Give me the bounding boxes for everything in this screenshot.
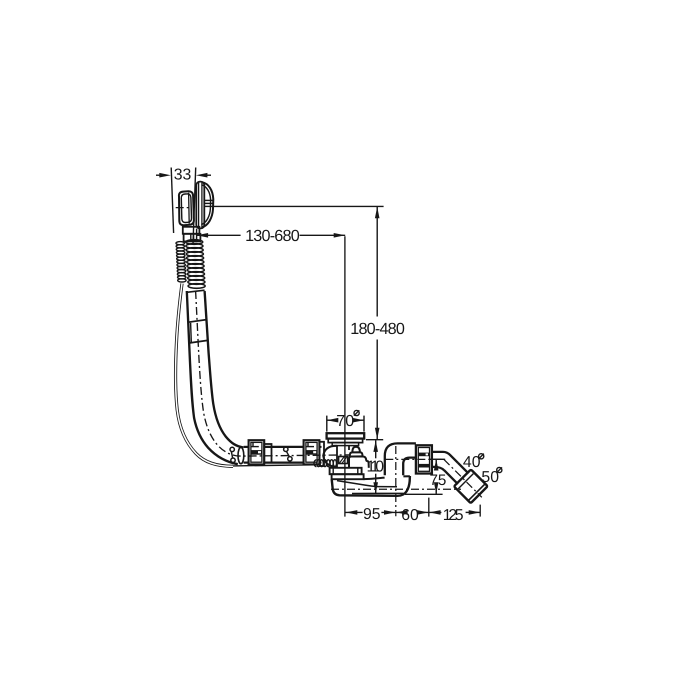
svg-text:50: 50 bbox=[481, 469, 499, 486]
svg-text:130-680: 130-680 bbox=[245, 227, 300, 245]
svg-text:33: 33 bbox=[174, 166, 192, 183]
svg-text:95: 95 bbox=[363, 506, 381, 523]
svg-text:60: 60 bbox=[401, 507, 419, 524]
svg-text:180-480: 180-480 bbox=[350, 320, 405, 338]
svg-text:75: 75 bbox=[429, 472, 446, 489]
svg-text:1: 1 bbox=[371, 459, 380, 476]
svg-text:70: 70 bbox=[336, 413, 354, 430]
svg-text:2: 2 bbox=[448, 507, 457, 524]
svg-text:5: 5 bbox=[455, 507, 464, 524]
svg-text:1: 1 bbox=[367, 459, 376, 476]
svg-text:1: 1 bbox=[443, 507, 452, 524]
svg-text:0: 0 bbox=[375, 459, 384, 476]
svg-text:40: 40 bbox=[463, 454, 481, 471]
